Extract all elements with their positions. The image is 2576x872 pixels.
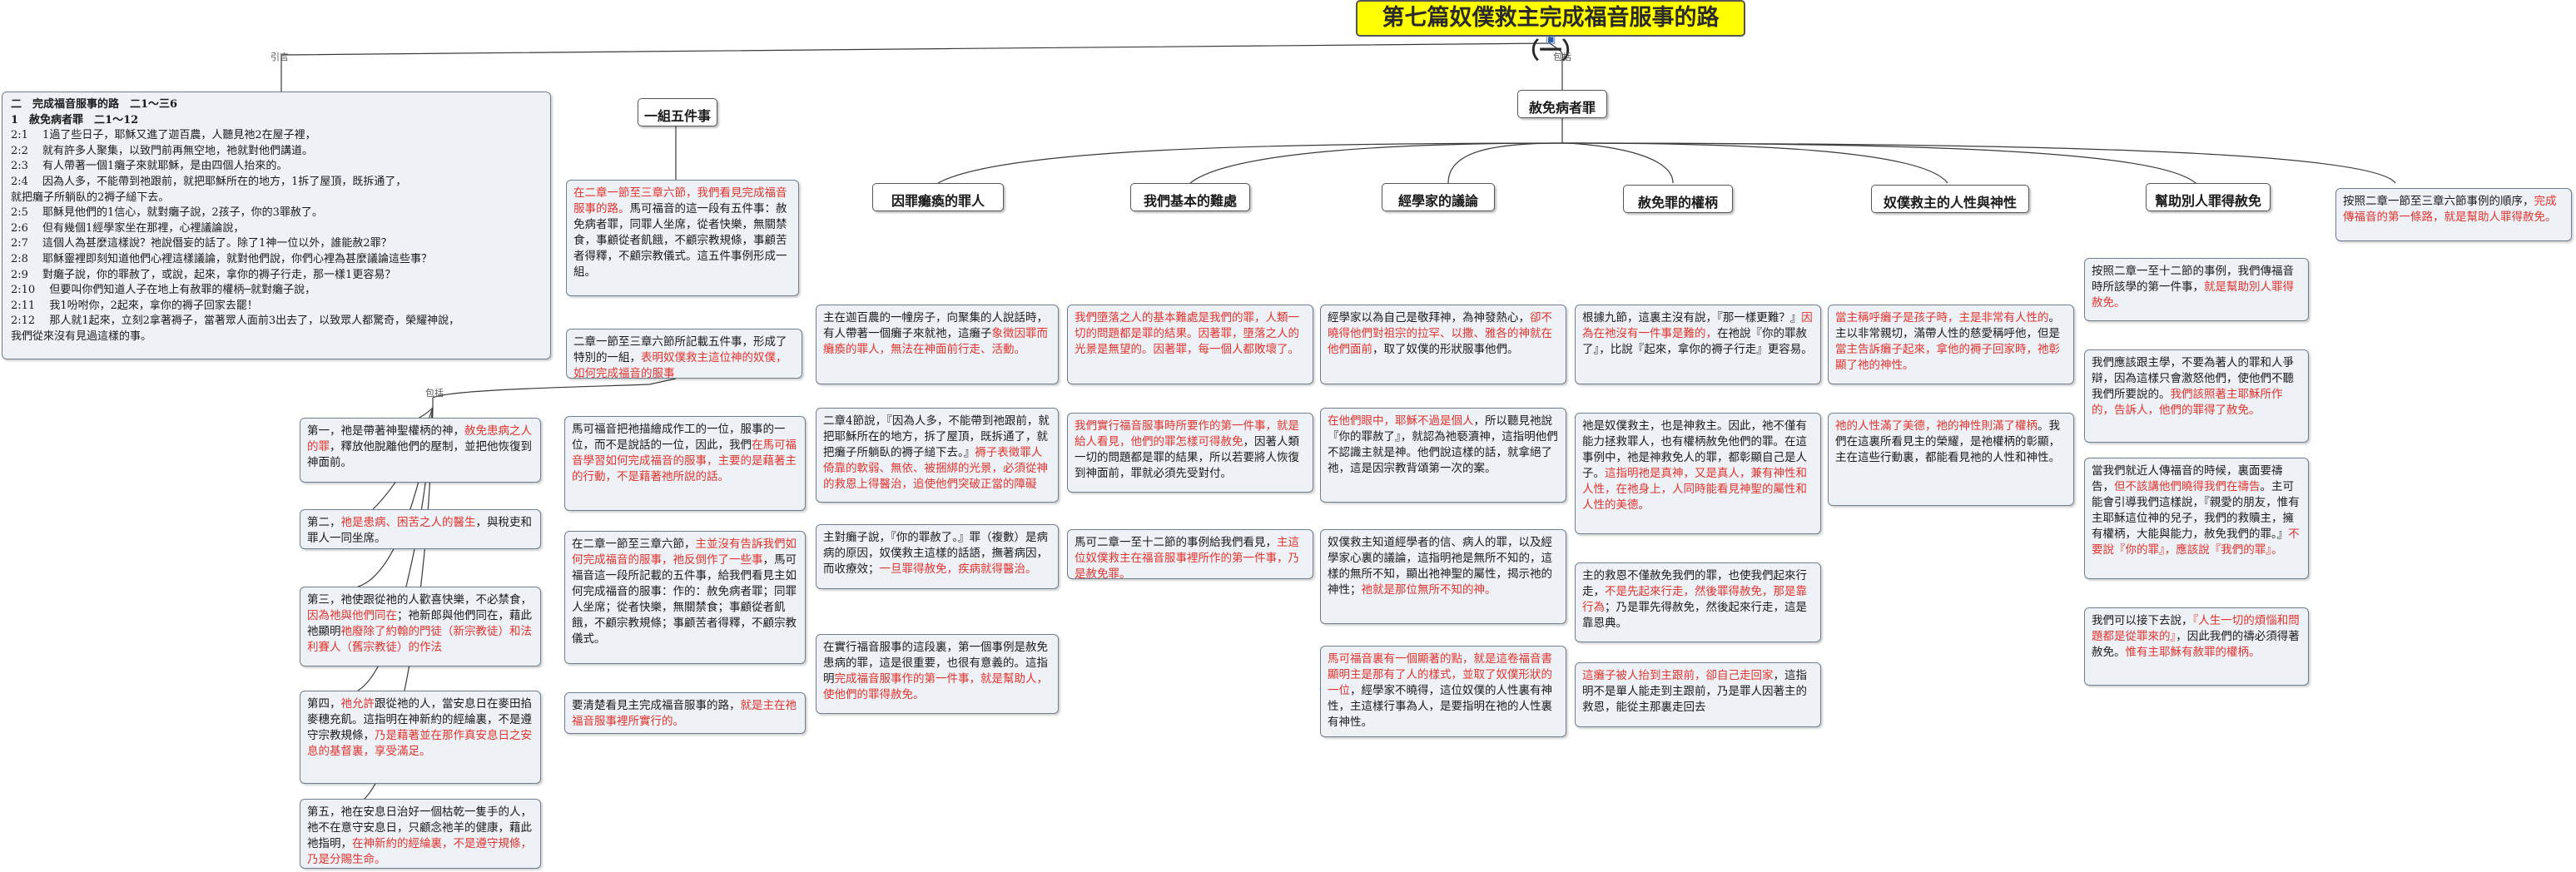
section-box: 主對癱子說，『你的罪赦了。』罪（複數）是病病的原因，奴僕救主這樣的話語，撫著病因… [816, 524, 1059, 589]
section-head: 我們基本的難處 [1130, 183, 1250, 211]
intro-line: 就把癱子所躺臥的2褥子縋下去。 [11, 191, 170, 204]
section-box: 祂是奴僕救主，也是神救主。因此，祂不僅有能力拯救罪人，也有權柄赦免他們的罪。在這… [1575, 413, 1821, 534]
intro-line: 1 赦免病者罪 二1～12 [11, 113, 139, 126]
branch-a-box2-highlight: 表明奴僕救主這位神的奴僕，如何完成福音的服事 [573, 351, 787, 379]
intro-scripture-box: 二 完成福音服事的路 二1～三6 1 赦免病者罪 二1～12 2:1 1過了些日子，… [2, 92, 551, 359]
intro-line: 2:12 那人就1起來，立刻2拿著褥子，當著眾人面前3出去了，以致眾人都驚奇，榮… [11, 315, 460, 328]
branch-a-head: 一組五件事 [638, 98, 717, 126]
intro-line: 2:8 耶穌靈裡即刻知道他們心裡這樣議論，就對他們說，你們心裡為甚麼議論這些事？ [11, 252, 433, 265]
intro-line: 2:3 有人帶著一個1癱子來就耶穌，是由四個人抬來的。 [11, 160, 288, 173]
section-head: 奴僕救主的人性與神性 [1871, 185, 2029, 213]
section-head: 幫助別人罪得赦免 [2146, 183, 2271, 211]
note-icon: ▣ [1546, 33, 1556, 46]
section-box: 我們可以接下去說，『人生一切的煩惱和問題都是從罪來的』，因此我們的禱必須得著赦免… [2084, 607, 2309, 686]
intro-line: 2:2 就有許多人聚集，以致門前再無空地，祂就對他們講道。 [11, 144, 314, 157]
list-item: 第三，祂使跟從祂的人歡喜快樂，不必禁食，因為祂與他們同在；祂新郎與他們同在，藉此… [300, 587, 541, 666]
section-head: 經學家的議論 [1382, 183, 1495, 211]
section-box: 馬可福音裏有一個顯著的點，就是這卷福音書顯明主是那有了人的樣式，並取了奴僕形狀的… [1320, 646, 1566, 737]
section-box: 我們應該跟主學，不要為著人的罪和人爭辯，因為這樣只會激怒他們，使他們不聽我們所要… [2084, 349, 2309, 443]
section-head: 因罪癱瘓的罪人 [872, 183, 1004, 211]
right-note-box: 按照二章一節至三章六節事例的順序，完成傳福音的第一條路，就是幫助人罪得赦免。 [2335, 188, 2572, 241]
section-box: 這癱子被人抬到主跟前，卻自己走回家，這指明不是單人能走到主跟前，乃是罪人因著主的… [1575, 662, 1821, 727]
page-title: 第七篇奴僕救主完成福音服事的路（一） [1356, 0, 1745, 64]
intro-line: 2:1 1過了些日子，耶穌又進了迦百農，人聽見祂2在屋子裡， [11, 129, 316, 142]
section-box: 當主稱呼癱子是孩子時，主是非常有人性的。主以非常親切，滿帶人性的慈愛稱呼他，但是… [1828, 305, 2074, 384]
intro-line: 2:5 耶穌見他們的1信心，就對癱子說，2孩子，你的3罪赦了。 [11, 206, 323, 220]
label-intro: 引言 [271, 52, 289, 62]
intro-line: 我們從來沒有見過這樣的事。 [11, 329, 152, 343]
list-item: 第二，祂是患病、困苦之人的醫生，與稅吏和罪人一同坐席。 [300, 509, 541, 549]
branch-a-box1-highlight: 在二章一節至三章六節，我們看見完成福音服事的路。 [573, 186, 787, 216]
section-box: 主在迦百農的一幢房子，向聚集的人說話時，有人帶著一個癱子來就祂，這癱子象徵因罪而… [816, 305, 1059, 384]
branch-a-box1: 在二章一節至三章六節，我們看見完成福音服事的路。馬可福音的這一段有五件事：赦免病… [566, 180, 799, 296]
intro-line: 2:6 但有幾個1經學家坐在那裡，心裡議論說， [11, 221, 245, 235]
intro-lines: 二 完成福音服事的路 二1～三6 1 赦免病者罪 二1～12 2:1 1過了些日子，… [11, 97, 542, 345]
intro-line: 二 完成福音服事的路 二1～三6 [11, 98, 178, 111]
section-box: 當我們就近人傳福音的時候，裏面要禱告，但不該講他們曉得我們在禱告。主可能會引導我… [2084, 458, 2309, 579]
branch-b-head: 赦免病者罪 [1517, 90, 1607, 118]
intro-line: 2:4 因為人多，不能帶到祂跟前，就把耶穌所在的地方，1拆了屋頂，既拆通了， [11, 175, 407, 188]
section-box: 馬可二章一至十二節的事例給我們看見，主這位奴僕救主在福音服事裡所作的第一件事，乃… [1067, 529, 1313, 579]
branch-a-col2-box: 要清楚看見主完成福音服事的路，就是主在祂福音服事裡所實行的。 [564, 692, 806, 734]
section-box: 在他們眼中，耶穌不過是個人，所以聽見祂說『你的罪赦了』，就認為祂褻瀆神，這指明他… [1320, 408, 1566, 503]
section-box: 主的救恩不僅赦免我們的罪，也使我們起來行走，不是先起來行走，然後罪得赦免，那是靠… [1575, 562, 1821, 642]
list-item: 第五，祂在安息日治好一個枯乾一隻手的人，祂不在意守安息日，只顧念祂羊的健康，藉此… [300, 799, 541, 869]
section-head: 赦免罪的權柄 [1623, 185, 1733, 213]
branch-a-col2-box: 馬可福音把祂描繪成作工的一位，服事的一位，而不是說話的一位，因此，我們在馬可福音… [564, 416, 806, 511]
label-include: 包括 [1553, 52, 1571, 62]
branch-a-box2-text: 二章一節至三章六節所記載五件事，形成了特別的一組， [573, 335, 787, 364]
section-box: 我們實行福音服事時所要作的第一件事，就是給人看見，他們的罪怎樣可得赦免，因著人類… [1067, 413, 1313, 493]
intro-line: 2:10 但要叫你們知道人子在地上有赦罪的權柄─就對癱子說， [11, 284, 316, 297]
list-item: 第四，祂允許跟從祂的人，當安息日在麥田掐麥穗充飢。這指明在神新約的經綸裏，不是遵… [300, 691, 541, 784]
intro-line: 2:9 對癱子說，你的罪赦了，或說，起來，拿你的褥子行走，那一樣1更容易？ [11, 268, 396, 281]
branch-a-col2-box: 在二章一節至三章六節，主並沒有告訴我們如何完成福音的服事，祂反倒作了一些事，馬可… [564, 531, 806, 664]
section-box: 二章4節說，『因為人多，不能帶到祂跟前，就把耶穌所在的地方，拆了屋頂，既拆通了，… [816, 408, 1059, 503]
section-box: 根據九節，這裏主沒有說，『那一樣更難？』因為在祂沒有一件事是難的，在祂說『你的罪… [1575, 305, 1821, 384]
section-box: 在實行福音服事的這段裏，第一個事例是赦免患病的罪，這是很重要，也很有意義的。這指… [816, 634, 1059, 714]
section-box: 我們墮落之人的基本難處是我們的罪，人類一切的問題都是罪的結果。因著罪，墮落之人的… [1067, 305, 1313, 384]
list-item: 第一，祂是帶著神聖權柄的神，赦免患病之人的罪，釋放他脫離他們的壓制，並把他恢復到… [300, 418, 541, 483]
branch-a-box1-text: 馬可福音的這一段有五件事：赦免病者罪，同罪人坐席，從者快樂，無關禁食，事顧從者飢… [573, 202, 787, 279]
section-box: 按照二章一至十二節的事例，我們傳福音時所該學的第一件事，就是幫助別人罪得赦免。 [2084, 258, 2309, 321]
intro-line: 2:11 我1吩咐你，2起來，拿你的褥子回家去罷！ [11, 299, 258, 312]
label-include-branch-a: 包括 [425, 388, 444, 399]
section-box: 祂的人性滿了美德，祂的神性則滿了權柄。我們在這裏所看見主的榮耀，是祂權柄的彰顯，… [1828, 413, 2074, 506]
intro-line: 2:7 這個人為甚麼這樣說？祂說僭妄的話了。除了1神一位以外，誰能赦2罪？ [11, 237, 392, 250]
section-box: 經學家以為自己是敬拜神，為神發熱心，卻不曉得他們對祖宗的拉罕、以撒、雅各的神就在… [1320, 305, 1566, 384]
branch-a-box2: 二章一節至三章六節所記載五件事，形成了特別的一組，表明奴僕救主這位神的奴僕，如何… [566, 329, 802, 379]
section-box: 奴僕救主知道經學者的信、病人的罪，以及經學家心裏的議論，這指明祂是無所不知的，這… [1320, 529, 1566, 624]
